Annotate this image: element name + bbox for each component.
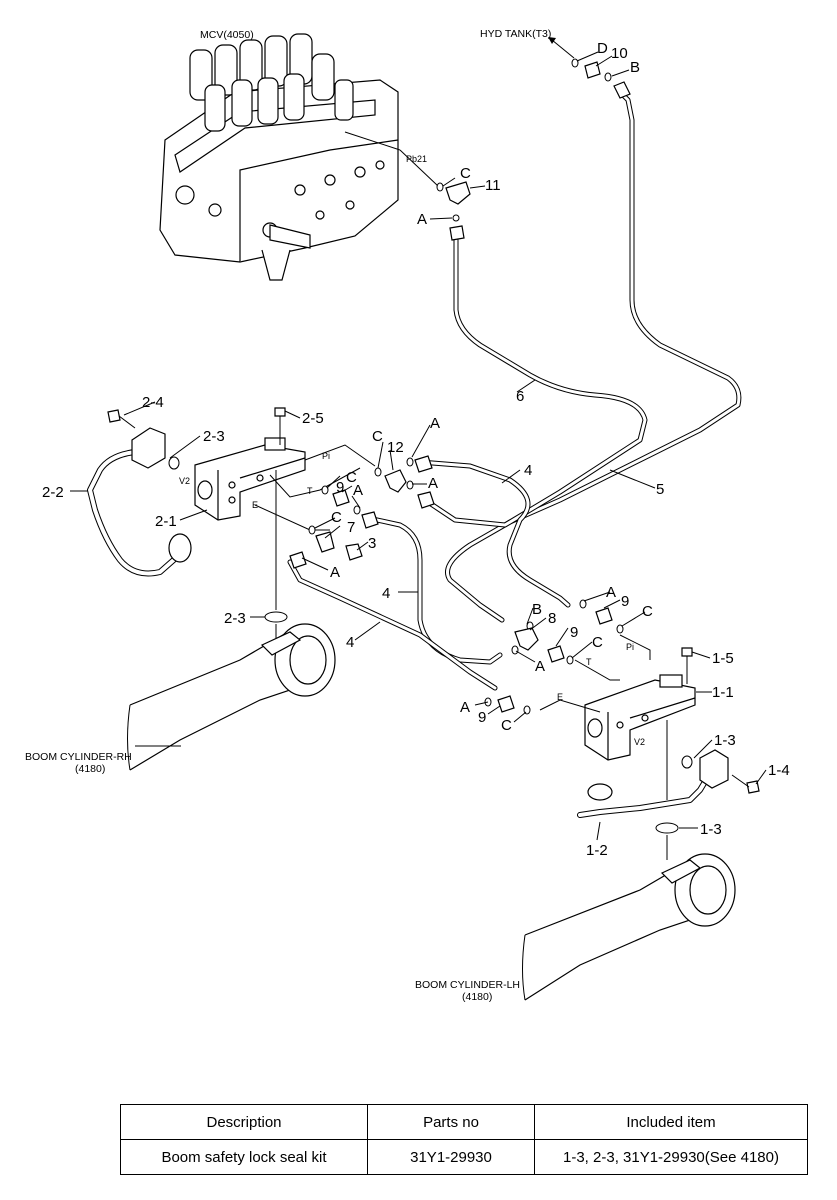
boom-cylinder-lh-label: BOOM CYLINDER-LH (415, 979, 520, 991)
valve-2-1 (194, 437, 306, 521)
callout-C-lower: C (501, 717, 512, 734)
cell-description: Boom safety lock seal kit (120, 1139, 368, 1175)
callout-2-2: 2-2 (42, 484, 64, 501)
callout-B-8: B (532, 601, 542, 618)
parts-kit-table: Description Parts no Included item Boom … (120, 1104, 808, 1175)
hyd-tank-label: HYD TANK(T3) (480, 28, 551, 40)
boom-cylinder-lh (522, 853, 736, 1001)
hose-6 (422, 237, 648, 528)
callout-C-12: C (372, 428, 383, 445)
callout-1-5: 1-5 (712, 650, 734, 667)
callout-12: 12 (387, 439, 404, 456)
leader-lines (70, 37, 767, 841)
table-row: Boom safety lock seal kit 31Y1-29930 1-3… (120, 1139, 808, 1175)
callout-1-3-upper: 1-3 (714, 732, 736, 749)
pb21-label: Pb21 (406, 154, 427, 164)
table-header-row: Description Parts no Included item (120, 1104, 808, 1140)
callout-B-tank: B (630, 59, 640, 76)
callout-C-mid: C (592, 634, 603, 651)
callout-4-lower: 4 (346, 634, 354, 651)
fittings (107, 58, 760, 834)
cell-parts-no: 31Y1-29930 (367, 1139, 535, 1175)
port-pi-lh: Pi (626, 642, 634, 652)
callout-C-7: C (331, 509, 342, 526)
boom-cylinder-rh-number: (4180) (75, 763, 105, 775)
boom-cylinder-rh (127, 623, 336, 771)
pipe-2-2 (87, 427, 192, 577)
hose-4-upper (417, 459, 571, 608)
callout-A-3: A (330, 564, 340, 581)
callout-6: 6 (516, 388, 524, 405)
column-header-included-item: Included item (534, 1104, 808, 1140)
port-e-rh: E (252, 500, 258, 510)
callout-11: 11 (485, 177, 501, 194)
callout-D: D (597, 40, 608, 57)
callout-2-4: 2-4 (142, 394, 164, 411)
mcv-valve-assembly (159, 33, 399, 281)
callout-5: 5 (656, 481, 664, 498)
callout-2-1: 2-1 (155, 513, 177, 530)
hose-4-lower (287, 559, 498, 691)
hydraulic-circuit-diagram: MCV(4050) HYD TANK(T3) Pb21 BOOM CYLINDE… (25, 28, 790, 1003)
port-v2-lh: V2 (634, 737, 645, 747)
port-pi-rh: Pi (322, 451, 330, 461)
cell-included-item: 1-3, 2-3, 31Y1-29930(See 4180) (534, 1139, 808, 1175)
callout-A-mcv: A (417, 211, 427, 228)
port-t-lh: T (586, 657, 592, 667)
callout-1-1: 1-1 (712, 684, 734, 701)
callout-2-3-upper: 2-3 (203, 428, 225, 445)
callout-A-9: A (353, 482, 363, 499)
callout-A-9-right: A (606, 584, 616, 601)
callout-A-12: A (430, 415, 440, 432)
callout-1-2: 1-2 (586, 842, 608, 859)
valve-1-1 (584, 674, 696, 761)
callout-9-upper: 9 (336, 479, 344, 496)
callout-C-mcv: C (460, 165, 471, 182)
boom-cylinder-lh-number: (4180) (462, 991, 492, 1003)
callout-C-right: C (642, 603, 653, 620)
callout-8: 8 (548, 610, 556, 627)
callout-10: 10 (611, 45, 628, 62)
port-e-lh: E (557, 692, 563, 702)
callout-9-lower: 9 (478, 709, 486, 726)
callout-9-right: 9 (621, 593, 629, 610)
column-header-parts-no: Parts no (367, 1104, 535, 1140)
callout-2-5: 2-5 (302, 410, 324, 427)
callout-A-8: A (535, 658, 545, 675)
mcv-label: MCV(4050) (200, 29, 254, 41)
callout-3: 3 (368, 535, 376, 552)
callout-C-9: C (346, 469, 357, 486)
port-v2-rh: V2 (179, 476, 190, 486)
hose-5 (445, 89, 742, 623)
pipe-1-2 (577, 749, 729, 818)
callout-A-lower: A (460, 699, 470, 716)
callout-4-middle: 4 (382, 585, 390, 602)
column-header-description: Description (120, 1104, 368, 1140)
callout-9-mid: 9 (570, 624, 578, 641)
callout-1-4: 1-4 (768, 762, 790, 779)
callout-A-12b: A (428, 475, 438, 492)
callout-1-3-lower: 1-3 (700, 821, 722, 838)
boom-cylinder-rh-label: BOOM CYLINDER-RH (25, 751, 132, 763)
callout-2-3-lower: 2-3 (224, 610, 246, 627)
callout-7: 7 (347, 519, 355, 536)
port-t-rh: T (307, 486, 313, 496)
callout-4-upper: 4 (524, 462, 532, 479)
